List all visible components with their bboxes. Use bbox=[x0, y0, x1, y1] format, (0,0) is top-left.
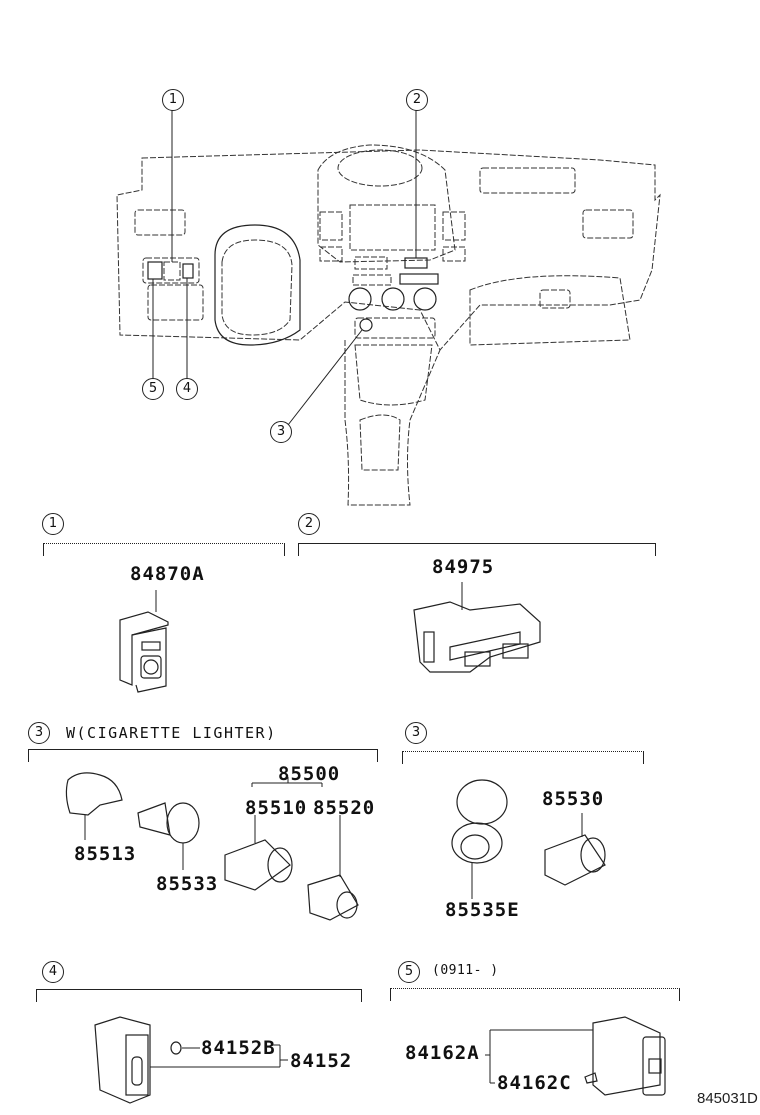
part-85520[interactable]: 85520 bbox=[313, 797, 376, 819]
section-4-bracket bbox=[36, 989, 362, 1002]
cigarette-lighter-illustration bbox=[65, 772, 359, 921]
part-84870A[interactable]: 84870A bbox=[130, 563, 205, 585]
mirror-switch-illustration bbox=[119, 590, 169, 693]
callout-1[interactable]: 1 bbox=[162, 89, 184, 111]
part-84152B[interactable]: 84152B bbox=[201, 1037, 276, 1059]
section-3-alt-bracket bbox=[402, 751, 644, 764]
part-84162C[interactable]: 84162C bbox=[497, 1072, 572, 1094]
section-5-callout: 5 bbox=[398, 961, 420, 983]
hazard-switch-illustration bbox=[413, 582, 541, 673]
dimmer-switch-illustration bbox=[94, 1016, 288, 1104]
part-85513[interactable]: 85513 bbox=[74, 843, 137, 865]
socket-illustration bbox=[451, 779, 606, 899]
section-3-bracket bbox=[28, 749, 378, 762]
section-1-callout: 1 bbox=[42, 513, 64, 535]
dashboard-overview-illustration bbox=[116, 110, 661, 506]
seat-heater-switch-illustration bbox=[485, 1016, 666, 1096]
diagram-code: 845031D bbox=[697, 1090, 758, 1107]
section-3-alt-callout: 3 bbox=[405, 722, 427, 744]
section-2-bracket bbox=[298, 543, 656, 556]
part-84975[interactable]: 84975 bbox=[432, 556, 495, 578]
section-5-bracket bbox=[390, 988, 680, 1001]
section-2-callout: 2 bbox=[298, 513, 320, 535]
callout-3[interactable]: 3 bbox=[270, 421, 292, 443]
part-85510[interactable]: 85510 bbox=[245, 797, 308, 819]
part-85533[interactable]: 85533 bbox=[156, 873, 219, 895]
part-85530[interactable]: 85530 bbox=[542, 788, 605, 810]
section-1-bracket bbox=[43, 543, 285, 556]
part-84152[interactable]: 84152 bbox=[290, 1050, 353, 1072]
callout-5[interactable]: 5 bbox=[142, 378, 164, 400]
callout-4[interactable]: 4 bbox=[176, 378, 198, 400]
section-3-heading: W(CIGARETTE LIGHTER) bbox=[66, 724, 277, 742]
section-5-heading: (0911- ) bbox=[432, 963, 499, 978]
part-85500[interactable]: 85500 bbox=[278, 763, 341, 785]
callout-2[interactable]: 2 bbox=[406, 89, 428, 111]
section-4-callout: 4 bbox=[42, 961, 64, 983]
section-3-callout: 3 bbox=[28, 722, 50, 744]
part-84162A[interactable]: 84162A bbox=[405, 1042, 480, 1064]
part-85535E[interactable]: 85535E bbox=[445, 899, 520, 921]
